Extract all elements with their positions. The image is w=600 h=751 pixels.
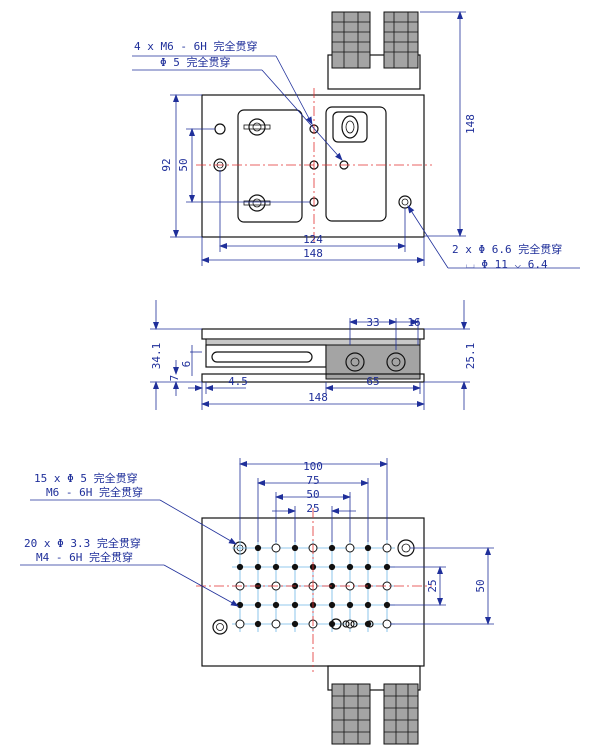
grid-hole-m4 [346,563,354,571]
dim-100: 100 [303,460,323,473]
grid-hole-m4 [254,544,262,552]
clamp-screw-bottom [243,194,271,212]
note-cbore-depth: ⌴ Φ 11 ⌵ 6.4 [466,258,548,271]
hole-right-bot [398,195,412,209]
note-cbore-holes: 2 x Φ 6.6 完全贯穿 [452,242,562,256]
side-block [325,344,421,380]
grid-hole-m4 [328,601,336,609]
dim-25-vertical: 25 [426,579,439,592]
grid-hole-m6 [271,619,281,629]
dim-65: 65 [366,375,379,388]
grid-hole-m4 [272,563,280,571]
top-plate [201,94,425,238]
bottom-motor-left [331,683,371,745]
note-phi5: Φ 5 完全贯穿 [160,55,231,69]
dim-50-top: 50 [177,158,190,171]
motor-bracket [327,54,421,90]
grid-hole-m4 [291,544,299,552]
right-window [325,106,387,222]
grid-hole-m4 [328,563,336,571]
dim-50-bottom: 50 [306,488,319,501]
grid-hole-m4 [291,601,299,609]
grid-hole-m6 [345,543,355,553]
side-view: 33 16 34.1 7 6 25.1 [150,300,477,410]
grid-hole-m4 [254,620,262,628]
grid-hole-m4 [236,601,244,609]
note-15-thread: M6 - 6H 完全贯穿 [46,485,143,499]
motor-right [383,11,419,69]
hole-left-top [214,123,226,135]
dim-4-5: 4.5 [228,375,248,388]
dim-148-side: 148 [308,391,328,404]
note-20-thread: M4 - 6H 完全贯穿 [36,550,133,564]
grid-hole-m6 [382,619,392,629]
dim-148-vertical: 148 [464,114,477,134]
note-m6-thread: 4 x M6 - 6H 完全贯穿 [134,39,257,53]
dim-50-vertical: 50 [474,579,487,592]
grid-hole-m4 [364,544,372,552]
grid-hole-m4 [291,563,299,571]
dim-25-bottom: 25 [306,502,319,515]
dim-16: 16 [407,316,420,329]
side-bottom-plate [201,373,425,383]
grid-hole-m4 [328,620,336,628]
grid-hole-m4 [383,601,391,609]
side-body [205,344,327,368]
bottom-view: 100 75 50 25 25 50 [20,458,494,745]
motor-right-ribs [384,12,418,68]
grid-hole-m6 [271,543,281,553]
dim-33: 33 [366,316,379,329]
grid-hole-m6 [382,543,392,553]
dim-92: 92 [160,158,173,171]
corner-hole-bottom-left [212,619,228,635]
side-slot [211,351,313,363]
grid-hole-m6 [235,619,245,629]
note-15-holes: 15 x Φ 5 完全贯穿 [34,471,138,485]
grid-hole-m4 [383,563,391,571]
grid-hole-m4 [364,563,372,571]
grid-hole-m4 [346,601,354,609]
dim-148-horizontal: 148 [303,247,323,260]
top-view: 148 92 50 124 148 4 x M6 - 6H 完全贯穿 [132,11,580,271]
clamp-screw-top [243,118,271,136]
dim-6: 6 [180,361,193,368]
grid-hole-m4 [291,620,299,628]
grid-hole-m4 [254,563,262,571]
dim-75: 75 [306,474,319,487]
side-top-plate [201,328,425,340]
top-dimensions: 148 92 50 124 148 [160,11,477,266]
dim-7: 7 [168,375,181,382]
bottom-dimensions: 100 75 50 25 25 50 [239,458,494,625]
grid-hole-m4 [364,601,372,609]
grid-hole-m4 [272,601,280,609]
side-dimensions: 33 16 34.1 7 6 25.1 [150,300,477,410]
dim-25-1: 25.1 [464,343,477,370]
left-window [237,109,303,223]
bottom-motor-bracket [327,665,421,691]
bottom-motor-right [383,683,419,745]
grid-hole-m4 [254,601,262,609]
knob-body [332,111,368,143]
note-20-holes: 20 x Φ 3.3 完全贯穿 [24,536,141,550]
grid-hole-m4 [236,563,244,571]
dim-34-1: 34.1 [150,343,163,370]
motor-left [331,11,371,69]
dim-124: 124 [303,233,323,246]
motor-left-ribs [332,12,370,68]
grid-hole-m4 [328,544,336,552]
